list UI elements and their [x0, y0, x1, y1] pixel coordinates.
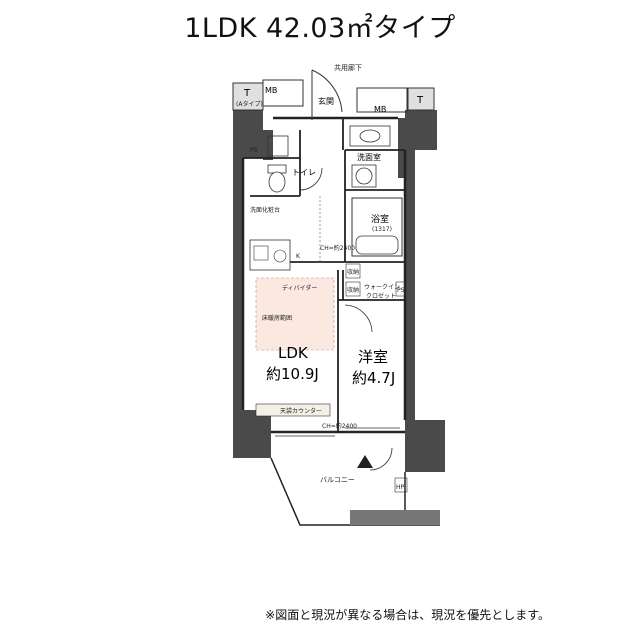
ps2-box — [395, 281, 406, 297]
wall-block — [233, 110, 263, 158]
ps2-label: PS — [397, 287, 405, 294]
vanity-label: 洗面化粧台 — [250, 206, 280, 214]
hp-label: HP — [396, 484, 405, 491]
bath-size: (1317) — [372, 226, 392, 233]
genkan-label: 玄関 — [318, 96, 334, 106]
bath-label: 浴室 — [371, 213, 389, 225]
closet-box-2 — [345, 281, 361, 297]
closet1-label: 収納 — [347, 268, 359, 276]
closet2-label: 収納 — [347, 286, 359, 294]
mb-right-box — [356, 87, 408, 113]
hp-box — [394, 477, 408, 493]
floor-heating-label: 床暖房範囲 — [262, 314, 292, 322]
t-box-left: T (Aタイプ) — [232, 82, 264, 111]
wall-right — [405, 150, 415, 430]
mb-left-label: MB — [265, 86, 277, 95]
t-right-label: T — [416, 95, 424, 106]
sink-icon — [359, 129, 381, 143]
vanity-unit — [349, 125, 391, 147]
mb-left-box — [262, 79, 304, 107]
fire-escape-icon — [357, 455, 373, 468]
ldk-area: 約10.9J — [266, 365, 319, 383]
kitchen-counter — [249, 239, 291, 271]
footnote: ※図面と現況が異なる場合は、現況を優先とします。 — [265, 608, 550, 622]
wall-unit-label: 天袋カウンター — [280, 407, 322, 415]
structural-walls — [233, 110, 445, 472]
ps-box — [267, 135, 289, 157]
entrance-door — [311, 69, 343, 120]
western-name: 洋室 — [358, 348, 388, 366]
ceiling-height-1: CH=約2400 — [320, 244, 355, 252]
closet-box-1 — [345, 263, 361, 279]
corridor-label: 共用廊下 — [334, 63, 362, 72]
washer-icon — [355, 167, 373, 185]
toilet-label: トイレ — [292, 168, 316, 177]
partitions — [243, 118, 405, 432]
t-box-right: T — [407, 87, 435, 111]
balcony-door — [369, 447, 393, 471]
floor-heating-area — [255, 277, 335, 351]
page-title: 1LDK 42.03㎡タイプ — [184, 13, 456, 44]
wall-unit — [255, 403, 331, 417]
wall-block — [405, 110, 437, 150]
walkin-label: ウォークイン — [364, 283, 400, 291]
bathtub — [355, 235, 399, 255]
t-left-label: T — [243, 88, 251, 99]
ceiling-height-2: CH=約2400 — [322, 422, 357, 430]
wall-left — [233, 158, 243, 458]
mb-right-label: MB — [374, 105, 386, 114]
western-room-door — [344, 304, 373, 333]
wall-block — [405, 420, 445, 472]
t-left-sub: (Aタイプ) — [236, 100, 263, 108]
window-sash — [275, 427, 400, 437]
washroom-label: 洗面室 — [357, 152, 381, 162]
balcony-slab — [350, 510, 440, 525]
wall-block — [398, 118, 408, 178]
toilet-fixture — [267, 164, 287, 193]
balcony-label: バルコニー — [320, 476, 355, 484]
ldk-name: LDK — [278, 344, 309, 362]
toilet-door — [299, 167, 323, 191]
bath-room — [351, 197, 403, 257]
divider-label: ディバイダー — [282, 284, 317, 292]
western-area: 約4.7J — [352, 369, 395, 387]
ps-label: PS — [250, 147, 258, 154]
walkin2-label: クロゼット — [366, 292, 396, 300]
wall-block — [235, 410, 271, 458]
kitchen-label: K — [296, 253, 301, 260]
